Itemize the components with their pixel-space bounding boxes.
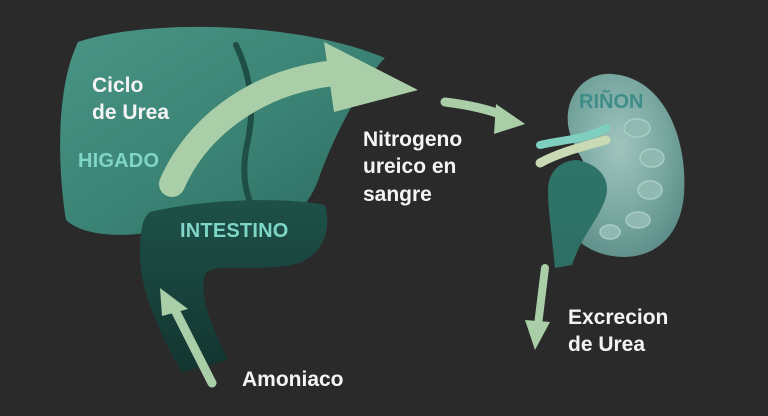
renal-vessel-teal xyxy=(536,124,610,149)
label-ciclo-line2: de Urea xyxy=(92,101,170,125)
arrow-excretion-head xyxy=(525,320,550,350)
label-nitrogeno-line1: Nitrogeno xyxy=(363,128,463,151)
label-excrecion-line1: Excrecion xyxy=(568,306,669,329)
arrow-liver-to-blood xyxy=(159,60,348,197)
kidney-calyces xyxy=(599,118,665,240)
arrow-ammonia-up xyxy=(171,307,217,388)
arrow-ammonia-up-head xyxy=(160,288,188,316)
label-ciclo-line1: Ciclo xyxy=(92,74,144,97)
label-ciclo-de-urea: Ciclo de Urea xyxy=(92,72,169,127)
arrow-liver-to-blood-head xyxy=(324,42,418,112)
label-amoniaco: Amoniaco xyxy=(242,368,344,391)
arrow-blood-to-kidney-head xyxy=(494,104,525,134)
arrow-excretion xyxy=(534,264,549,329)
label-rinon: RIÑON xyxy=(579,91,644,113)
label-excrecion-line2: de Urea xyxy=(568,333,646,357)
label-nitrogeno-ureico: Nitrogeno ureico en sangre xyxy=(363,126,462,208)
label-nitrogeno-line2: ureico en xyxy=(363,155,457,179)
label-higado: HIGADO xyxy=(78,150,160,172)
renal-vessel-light xyxy=(535,135,611,168)
ureter-shape xyxy=(548,160,607,268)
label-nitrogeno-line3: sangre xyxy=(363,182,432,206)
label-excrecion-de-urea: Excrecion de Urea xyxy=(568,304,668,359)
label-intestino: INTESTINO xyxy=(180,220,289,242)
